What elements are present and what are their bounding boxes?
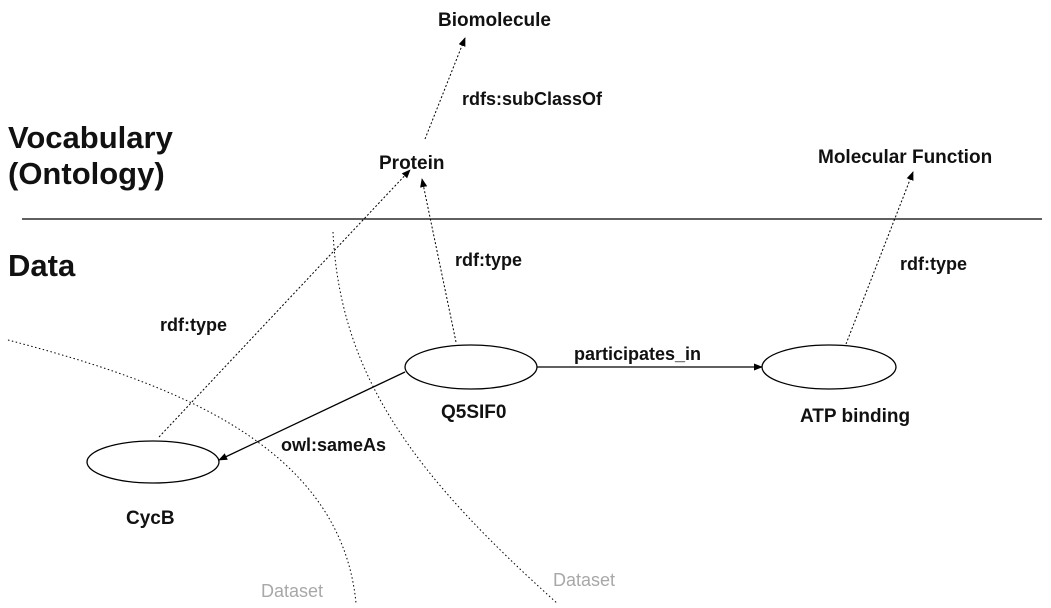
edge-label-participates-in: participates_in [574, 344, 701, 364]
node-atp-binding-label: ATP binding [800, 406, 910, 427]
node-atp-binding-ellipse [761, 344, 897, 390]
edge-sameas [218, 371, 406, 461]
edge-label-subclassof: rdfs:subClassOf [462, 89, 603, 109]
ontology-label: (Ontology) [8, 156, 165, 191]
vocabulary-label: Vocabulary [8, 120, 174, 155]
node-q5sif0-label: Q5SIF0 [441, 402, 506, 423]
node-biomolecule: Biomolecule [438, 10, 551, 31]
node-cycb-label: CycB [126, 508, 175, 529]
data-label: Data [8, 248, 76, 283]
node-molecular-function: Molecular Function [818, 147, 992, 168]
edge-subclassof [424, 37, 466, 140]
dataset-label-right: Dataset [553, 570, 615, 590]
dataset-label-left: Dataset [261, 581, 323, 601]
edge-label-rdftype-q5sif0: rdf:type [455, 250, 522, 270]
left-dataset-boundary [7, 339, 357, 604]
edge-rdftype-cycb [158, 169, 411, 438]
edge-label-rdftype-cycb: rdf:type [160, 315, 227, 335]
node-protein: Protein [379, 153, 444, 174]
node-cycb-ellipse [86, 440, 220, 484]
edge-rdftype-atp [845, 171, 914, 345]
edge-label-rdftype-atp: rdf:type [900, 254, 967, 274]
edge-label-sameas: owl:sameAs [281, 435, 386, 455]
node-q5sif0-ellipse [404, 344, 538, 390]
edge-rdftype-q5sif0 [420, 178, 457, 343]
